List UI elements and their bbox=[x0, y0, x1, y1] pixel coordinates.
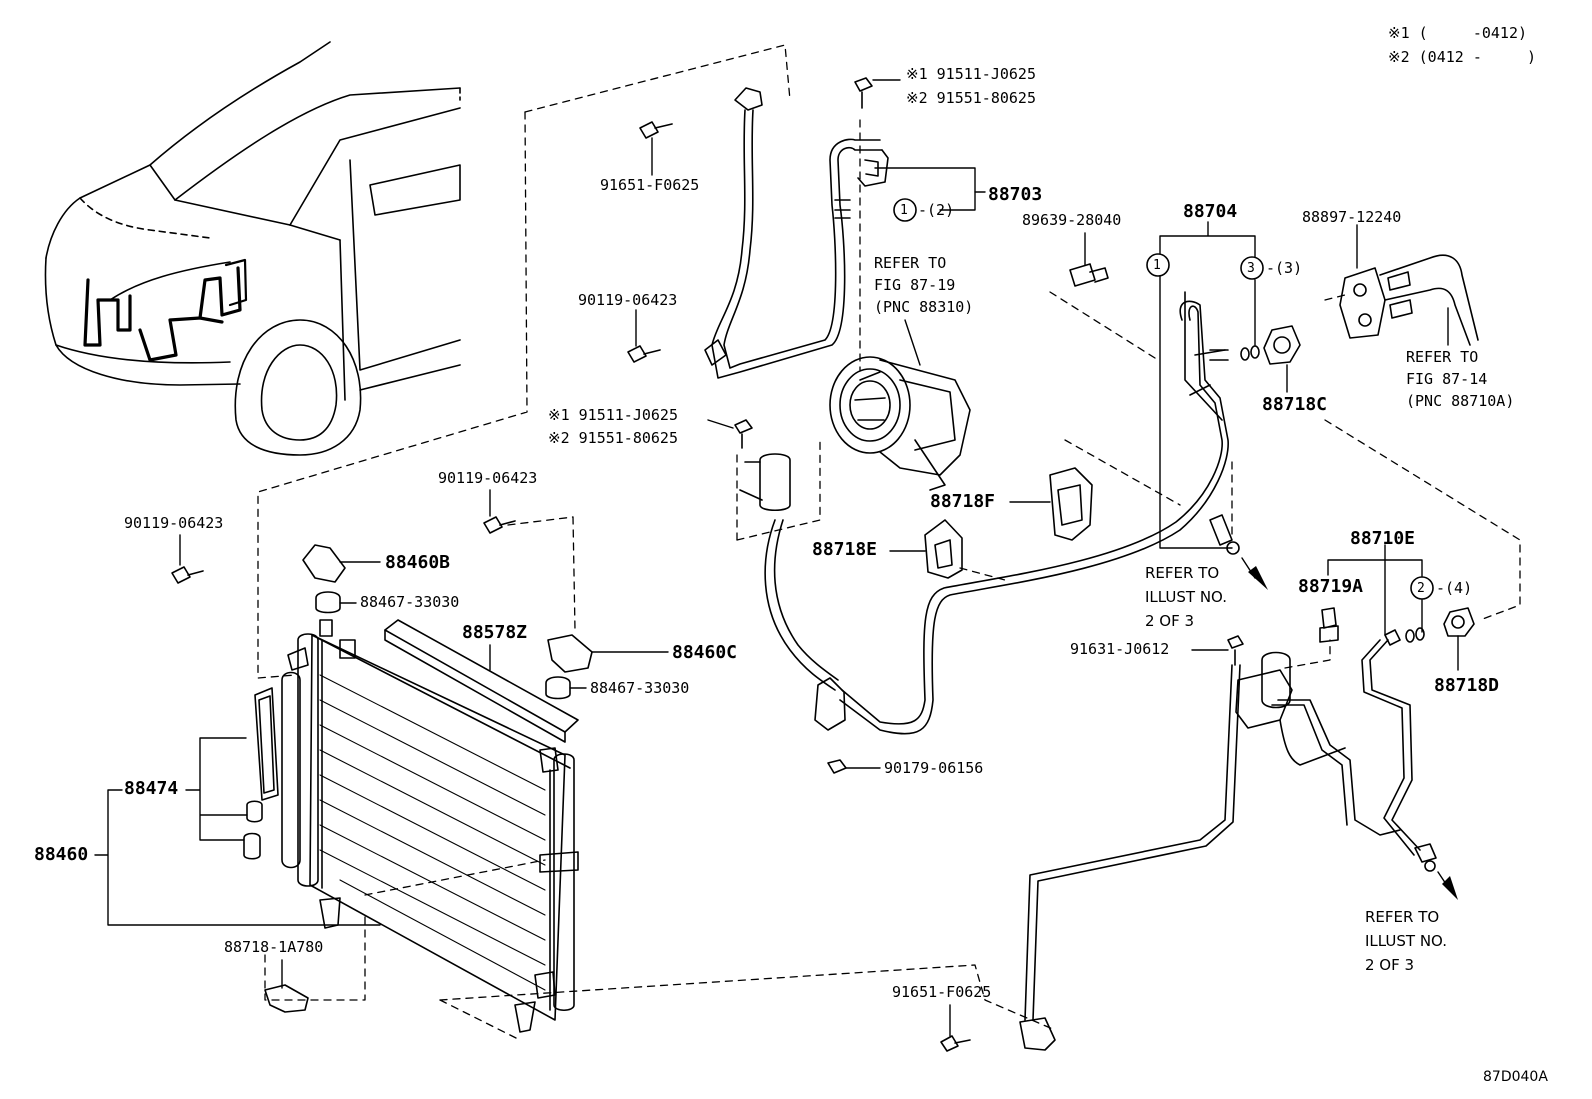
callout-88718-1a780: 88718-1A780 bbox=[224, 938, 324, 956]
refer-illust-a-line3: 2 OF 3 bbox=[1145, 612, 1195, 630]
callout-88703: 88703 bbox=[988, 184, 1043, 205]
circled-1-label: 1 bbox=[900, 203, 908, 218]
callout-88719a: 88719A bbox=[1298, 576, 1364, 597]
bolts bbox=[171, 77, 1244, 1052]
circled-3-label: 3 bbox=[1247, 261, 1255, 276]
callout-circ2-qty: -(4) bbox=[1436, 579, 1473, 597]
callout-88704: 88704 bbox=[1183, 201, 1238, 222]
callout-90179: 90179-06156 bbox=[884, 759, 984, 777]
callout-88703-qty: -(2) bbox=[918, 201, 955, 219]
callout-91651-bottom: 91651-F0625 bbox=[892, 983, 992, 1001]
refer-fig-87-19-line1: REFER TO bbox=[874, 254, 947, 272]
refer-illust-b-line1: REFER TO bbox=[1365, 908, 1440, 926]
callout-88467-a: 88467-33030 bbox=[360, 593, 460, 611]
callout-88718d: 88718D bbox=[1434, 675, 1500, 696]
callout-88460c: 88460C bbox=[672, 642, 738, 663]
callout-88718c: 88718C bbox=[1262, 394, 1328, 415]
callout-91551-mid-2: ※2 91551-80625 bbox=[548, 429, 678, 447]
refer-illust-a-line2: ILLUST NO. bbox=[1145, 588, 1228, 606]
callout-91651-top: 91651-F0625 bbox=[600, 176, 700, 194]
refer-illust-a-line1: REFER TO bbox=[1145, 564, 1220, 582]
callout-90119-upper: 90119-06423 bbox=[578, 291, 678, 309]
refer-fig-87-14-line1: REFER TO bbox=[1406, 348, 1479, 366]
callout-88474: 88474 bbox=[124, 778, 179, 799]
callout-88897: 88897-12240 bbox=[1302, 208, 1402, 226]
refer-illust-b-line2: ILLUST NO. bbox=[1365, 932, 1448, 950]
suction-tube bbox=[739, 291, 1240, 735]
fittings-right bbox=[924, 254, 1479, 579]
callout-91631: 91631-J0612 bbox=[1070, 640, 1170, 658]
callout-88460: 88460 bbox=[34, 844, 89, 865]
circled-refs bbox=[893, 198, 1434, 600]
callout-88718e: 88718E bbox=[812, 539, 878, 560]
leader-lines bbox=[94, 79, 1459, 1037]
callout-circ3-qty: -(3) bbox=[1266, 259, 1303, 277]
callout-91551-top-2: ※2 91551-80625 bbox=[906, 89, 1036, 107]
figure-code: 87D040A bbox=[1483, 1069, 1548, 1085]
note-1: ※1 ( -0412) bbox=[1388, 24, 1527, 42]
refer-fig-87-14-line3: (PNC 88710A) bbox=[1406, 392, 1515, 410]
liquid-tubes bbox=[1019, 607, 1475, 1051]
vehicle-sketch bbox=[44, 41, 461, 456]
callout-88710e: 88710E bbox=[1350, 528, 1416, 549]
refer-illust-b-line3: 2 OF 3 bbox=[1365, 956, 1415, 974]
refer-fig-87-19-line2: FIG 87-19 bbox=[874, 276, 956, 294]
note-2: ※2 (0412 - ) bbox=[1388, 48, 1537, 66]
callout-88578z: 88578Z bbox=[462, 622, 528, 643]
condenser bbox=[243, 544, 593, 1033]
arrow-icon bbox=[1248, 566, 1268, 590]
callout-90119-a: 90119-06423 bbox=[124, 514, 224, 532]
refer-fig-87-14-line2: FIG 87-14 bbox=[1406, 370, 1488, 388]
callout-90119-b: 90119-06423 bbox=[438, 469, 538, 487]
callout-91511-top-1: ※1 91511-J0625 bbox=[906, 65, 1036, 83]
callout-88467-b: 88467-33030 bbox=[590, 679, 690, 697]
circled-1-label-b: 1 bbox=[1153, 258, 1161, 273]
refer-fig-87-19-line3: (PNC 88310) bbox=[874, 298, 974, 316]
callout-88718f: 88718F bbox=[930, 491, 996, 512]
compressor bbox=[829, 356, 971, 491]
discharge-hose bbox=[704, 87, 889, 379]
callout-89639: 89639-28040 bbox=[1022, 211, 1122, 229]
callout-88460b: 88460B bbox=[385, 552, 451, 573]
callout-91511-mid-1: ※1 91511-J0625 bbox=[548, 406, 678, 424]
circled-2-label: 2 bbox=[1417, 581, 1425, 596]
arrow-icon bbox=[1442, 876, 1458, 900]
